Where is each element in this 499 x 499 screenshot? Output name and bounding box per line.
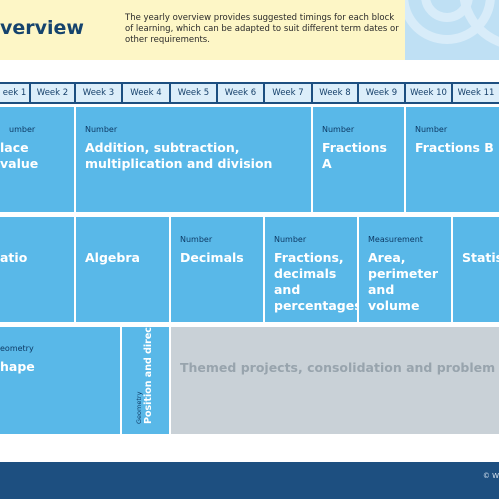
- week-cell-8: Week 8: [313, 84, 357, 102]
- block-category: Number: [274, 235, 307, 244]
- block-name: atio: [0, 250, 28, 265]
- block-category: Number: [180, 235, 213, 244]
- block-category: eometry: [0, 344, 34, 353]
- block-fractions-a[interactable]: Number Fractions A: [313, 107, 404, 212]
- block-category: Geometry: [135, 391, 143, 424]
- week-cell-5: Week 5: [171, 84, 216, 102]
- block-place-value[interactable]: umber lace value: [0, 107, 74, 212]
- block-category: Measurement: [368, 235, 423, 244]
- copyright-text: © W: [482, 472, 499, 480]
- week-cell-1: eek 1: [0, 84, 29, 102]
- block-name: Fractions, decimals and percentages: [274, 250, 357, 313]
- block-category: Number: [322, 125, 355, 134]
- decorative-waves-graphic: [405, 0, 499, 60]
- block-ratio[interactable]: atio: [0, 217, 74, 322]
- block-category: Number: [85, 125, 118, 134]
- week-cell-2: Week 2: [31, 84, 74, 102]
- week-cell-9: Week 9: [359, 84, 404, 102]
- footer-bar: © W: [0, 462, 499, 499]
- block-name: Fractions A: [322, 140, 387, 171]
- block-name: Themed projects, consolidation and probl…: [180, 360, 499, 375]
- block-algebra[interactable]: Algebra: [76, 217, 169, 322]
- block-name: Fractions B: [415, 140, 494, 155]
- intro-text: The yearly overview provides suggested t…: [125, 13, 399, 45]
- week-cell-4: Week 4: [123, 84, 169, 102]
- week-cell-10: Week 10: [406, 84, 451, 102]
- block-area-perimeter-volume[interactable]: Measurement Area, perimeter and volume: [359, 217, 451, 322]
- header-banner: verview The yearly overview provides sug…: [0, 0, 499, 60]
- block-name: Decimals: [180, 250, 244, 265]
- block-shape[interactable]: eometry hape: [0, 327, 120, 434]
- block-fractions-b[interactable]: Number Fractions B: [406, 107, 499, 212]
- week-cell-7: Week 7: [265, 84, 311, 102]
- block-fractions-decimals-percentages[interactable]: Number Fractions, decimals and percentag…: [265, 217, 357, 322]
- block-statistics[interactable]: Statis: [453, 217, 499, 322]
- block-name: Statis: [462, 250, 499, 265]
- block-decimals[interactable]: Number Decimals: [171, 217, 263, 322]
- week-cell-11: Week 11: [453, 84, 499, 102]
- block-addition-subtraction[interactable]: Number Addition, subtraction, multiplica…: [76, 107, 311, 212]
- block-name: Algebra: [85, 250, 140, 265]
- block-category: Number: [415, 125, 448, 134]
- block-themed-projects[interactable]: Themed projects, consolidation and probl…: [171, 327, 499, 434]
- block-position-direction[interactable]: Geometry Position and direction: [122, 327, 169, 434]
- page-title: verview: [0, 17, 84, 39]
- block-name: Position and direction: [143, 327, 154, 424]
- block-category: umber: [9, 125, 36, 134]
- block-name: hape: [0, 359, 35, 374]
- week-cell-3: Week 3: [76, 84, 121, 102]
- block-name: Area, perimeter and volume: [368, 250, 438, 313]
- week-cell-6: Week 6: [218, 84, 263, 102]
- block-name: Addition, subtraction, multiplication an…: [85, 140, 273, 171]
- block-name: lace value: [0, 140, 39, 171]
